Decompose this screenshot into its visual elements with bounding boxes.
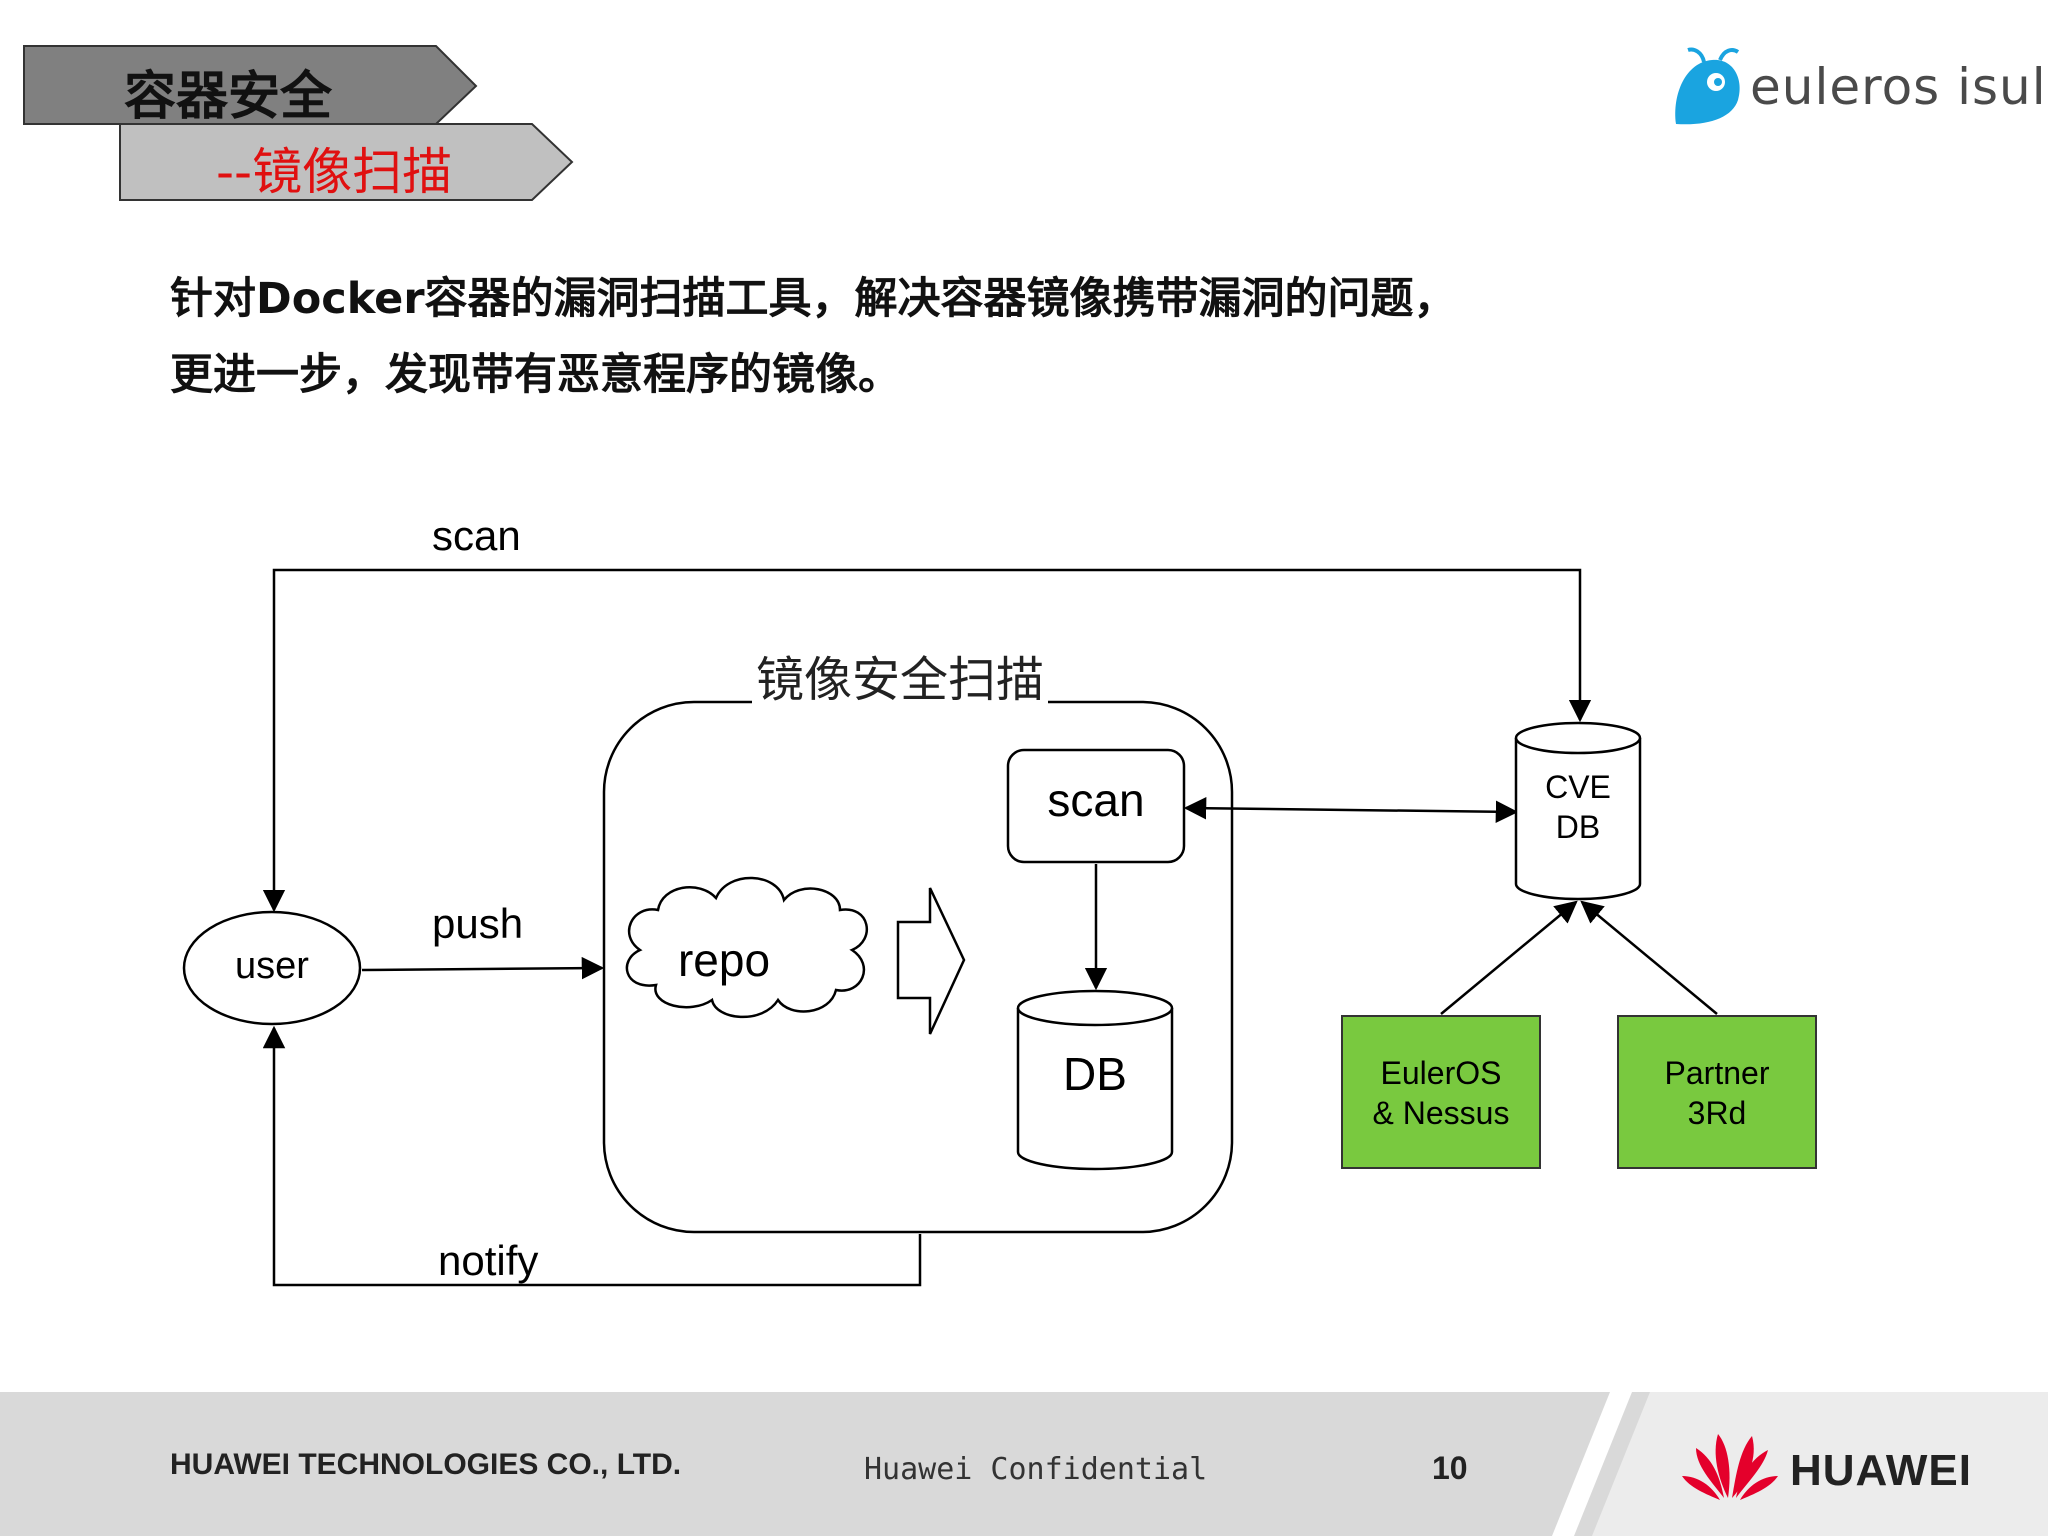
- title-banner: [23, 45, 478, 125]
- slide-subtitle: --镜像扫描: [216, 143, 453, 201]
- push-edge: [361, 956, 605, 980]
- partner-to-cve-edge: [1580, 900, 1718, 1015]
- repo-label: repo: [678, 934, 770, 986]
- huawei-logo-icon: [1682, 1434, 1778, 1500]
- page-number: 10: [1432, 1450, 1468, 1486]
- db-node: [1016, 989, 1174, 1171]
- user-label: user: [235, 945, 309, 987]
- footer-confidential: Huawei Confidential: [864, 1452, 1208, 1487]
- footer-divider: [1552, 1392, 2048, 1536]
- footer-logo-text: HUAWEI: [1790, 1446, 1972, 1495]
- euleros-label-2: & Nessus: [1373, 1095, 1510, 1131]
- flow-arrow-icon: [896, 887, 966, 1035]
- subtitle-banner: [119, 123, 574, 201]
- scan-loop-edge: [262, 568, 1592, 913]
- title-banners: [23, 45, 574, 201]
- intro-line-1: 针对Docker容器的漏洞扫描工具，解决容器镜像携带漏洞的问题，: [170, 274, 1457, 324]
- notify-edge-label: notify: [438, 1237, 538, 1284]
- euleros-label-1: EulerOS: [1381, 1055, 1502, 1091]
- brand-name: euleros isula: [1750, 58, 2048, 116]
- user-node: [182, 910, 362, 1026]
- slide-title: 容器安全: [124, 67, 333, 127]
- partner-label-2: 3Rd: [1688, 1095, 1747, 1131]
- intro-line-2: 更进一步，发现带有恶意程序的镜像。: [170, 350, 901, 400]
- euleros-nessus-node: [1341, 1015, 1541, 1169]
- euleros-logo-icon: [1675, 47, 1740, 125]
- repo-cloud-node: [625, 876, 869, 1019]
- cve-db-node: [1514, 721, 1642, 901]
- partner-node: [1617, 1015, 1817, 1169]
- container-title: 镜像安全扫描: [756, 652, 1044, 708]
- scan-label: scan: [1047, 774, 1144, 826]
- scan-diagram: scan 镜像安全扫描 user push repo scan DB CVE D…: [182, 512, 1817, 1287]
- cve-db-label-1: CVE: [1545, 769, 1611, 805]
- scan-edge-label: scan: [432, 512, 521, 559]
- notify-edge: [262, 1025, 922, 1287]
- scan-cve-edge: [1183, 796, 1519, 824]
- push-edge-label: push: [432, 900, 523, 947]
- cve-db-label-2: DB: [1556, 809, 1600, 845]
- footer-company: HUAWEI TECHNOLOGIES CO., LTD.: [170, 1448, 682, 1481]
- db-label: DB: [1063, 1048, 1127, 1100]
- partner-label-1: Partner: [1665, 1055, 1770, 1091]
- euleros-to-cve-edge: [1440, 900, 1578, 1015]
